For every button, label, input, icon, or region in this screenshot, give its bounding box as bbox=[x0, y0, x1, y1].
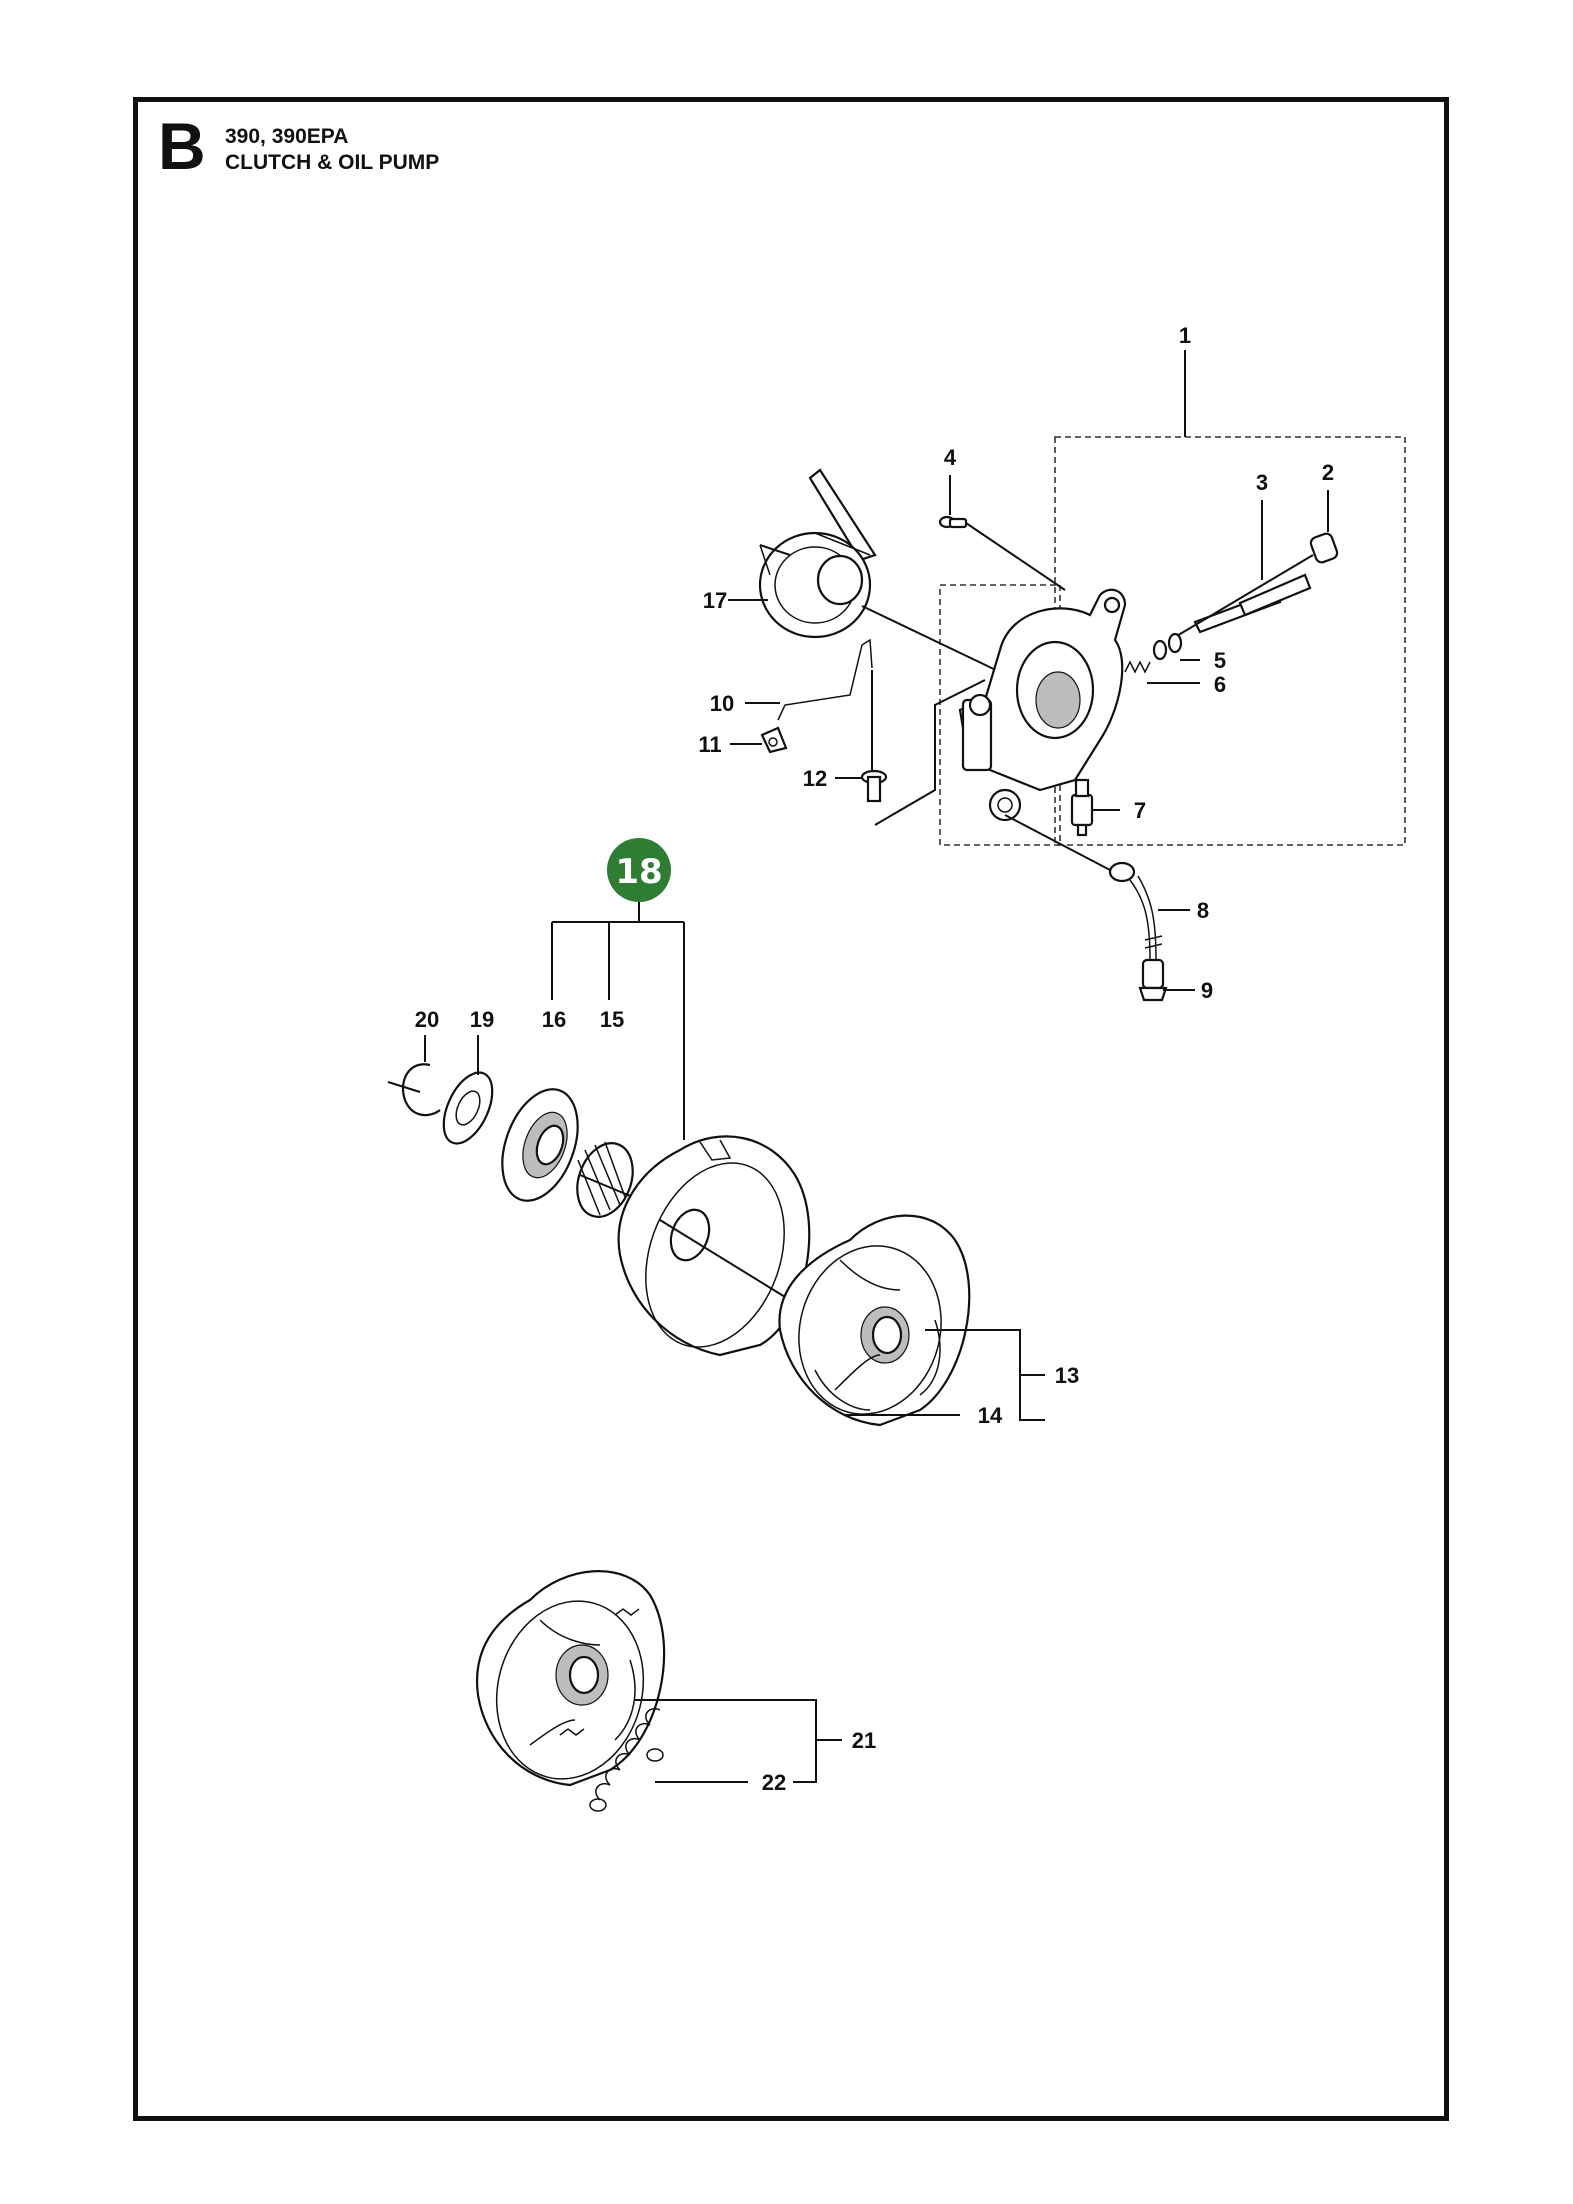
callout-1: 1 bbox=[1179, 323, 1191, 348]
lock-washer-icon bbox=[401, 1063, 441, 1117]
axis-17b bbox=[759, 544, 791, 556]
page-frame bbox=[133, 97, 1449, 2121]
callout-2: 2 bbox=[1322, 460, 1334, 485]
valve-icon bbox=[1070, 778, 1094, 837]
callout-21: 21 bbox=[852, 1728, 876, 1753]
spring-icon bbox=[1124, 660, 1151, 674]
callout-6: 6 bbox=[1214, 672, 1226, 697]
callout-11: 11 bbox=[698, 732, 721, 757]
axis-3 bbox=[1169, 554, 1314, 641]
callout-12: 12 bbox=[803, 766, 827, 791]
clutch-drum-icon bbox=[617, 1135, 811, 1357]
callout-9: 9 bbox=[1201, 978, 1213, 1003]
callout-19: 19 bbox=[470, 1007, 494, 1032]
clutch-assembly-icon bbox=[475, 1570, 666, 1787]
washer-icon bbox=[1152, 632, 1183, 661]
oil-filter-icon bbox=[1138, 958, 1168, 1002]
section-title: CLUTCH & OIL PUMP bbox=[225, 151, 440, 174]
callout-10: 10 bbox=[710, 691, 734, 716]
callout-7: 7 bbox=[1134, 798, 1146, 823]
needle-bearing-icon bbox=[576, 1141, 634, 1218]
wire-icon bbox=[777, 638, 873, 721]
washer-icon bbox=[442, 1071, 494, 1145]
clutch-shoe-icon bbox=[814, 1369, 871, 1411]
model-list: 390, 390EPA bbox=[225, 125, 349, 148]
axis-8 bbox=[1004, 814, 1111, 871]
callout-16: 16 bbox=[542, 1007, 566, 1032]
screw-icon bbox=[860, 769, 888, 803]
axis-20 bbox=[387, 1081, 421, 1093]
callout-5: 5 bbox=[1214, 648, 1226, 673]
callout-8: 8 bbox=[1197, 898, 1209, 923]
callout-13: 13 bbox=[1055, 1363, 1079, 1388]
section-letter: B bbox=[158, 109, 206, 183]
axis-drum bbox=[659, 1219, 791, 1301]
rim-sprocket-icon bbox=[501, 1088, 579, 1202]
highlight-badge-18: 18 bbox=[607, 838, 671, 902]
callout-18: 18 bbox=[615, 852, 662, 892]
oil-pump-housing-icon bbox=[958, 588, 1127, 822]
axis-4 bbox=[965, 522, 1066, 591]
axis-17 bbox=[861, 605, 1001, 673]
callout-14: 14 bbox=[978, 1403, 1003, 1428]
callout-17: 17 bbox=[703, 588, 727, 613]
clutch-spring-icon bbox=[589, 1708, 664, 1812]
retainer-icon bbox=[760, 726, 788, 754]
leader-12-housing bbox=[874, 679, 986, 826]
callout-20: 20 bbox=[415, 1007, 439, 1032]
leader-21-bracket bbox=[635, 1699, 817, 1783]
callout-15: 15 bbox=[600, 1007, 624, 1032]
pump-shaft-icon bbox=[1193, 573, 1312, 634]
callout-3: 3 bbox=[1256, 470, 1268, 495]
callout-22: 22 bbox=[762, 1770, 786, 1795]
screw-icon bbox=[938, 515, 968, 529]
oil-hose-icon bbox=[1108, 861, 1163, 961]
worm-gear-icon bbox=[758, 468, 877, 639]
callout-4: 4 bbox=[944, 445, 957, 470]
end-cap-icon bbox=[1309, 532, 1339, 564]
clutch-icon bbox=[778, 1214, 971, 1427]
